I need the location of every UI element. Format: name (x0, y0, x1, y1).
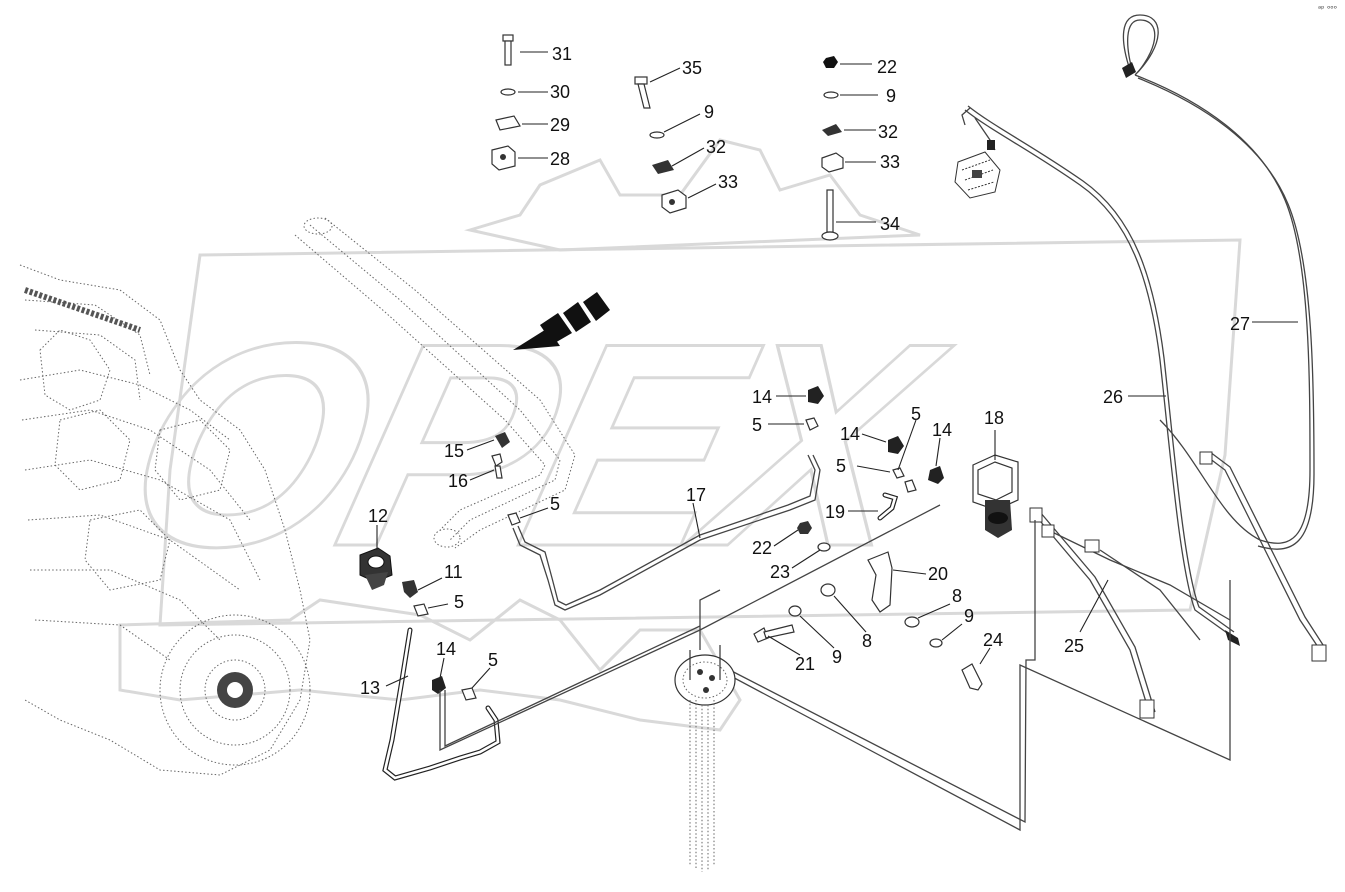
callout-21: 21 (795, 654, 815, 674)
part-bracket-20 (867, 551, 927, 613)
part-plate-32a (652, 160, 674, 174)
part-block-28 (491, 145, 516, 171)
fuel-lines (439, 504, 1231, 832)
part-nut-22a (823, 56, 838, 68)
part-elbow-11 (402, 577, 443, 598)
callout-5c: 5 (836, 456, 846, 476)
leader-8a (833, 595, 867, 633)
callout-5f: 5 (488, 650, 498, 670)
callout-14c: 14 (932, 420, 952, 440)
callout-17: 17 (686, 485, 706, 505)
part-clamp-5f (461, 667, 491, 701)
callout-25: 25 (1064, 636, 1084, 656)
part-washer-9c (788, 605, 802, 617)
callout-12: 12 (368, 506, 388, 526)
callout-29: 29 (550, 115, 570, 135)
fuel-tank-sender (674, 645, 736, 872)
part-bolt-34 (821, 189, 839, 241)
part-clip-14d (432, 657, 446, 694)
engine-assembly (19, 264, 311, 776)
callout-14d: 14 (436, 639, 456, 659)
leader-lines-right (1079, 321, 1298, 633)
callout-15: 15 (444, 441, 464, 461)
small-parts-center (491, 386, 944, 552)
callout-19: 19 (825, 502, 845, 522)
callout-18: 18 (984, 408, 1004, 428)
part-bolt-31 (502, 34, 514, 66)
callout-22a: 22 (877, 57, 897, 77)
callout-23: 23 (770, 562, 790, 582)
heater-sensor-unit (954, 151, 1001, 199)
callout-9c: 9 (832, 647, 842, 667)
part-washer-8b (904, 616, 920, 628)
harness-26 (961, 105, 1240, 646)
callout-26: 26 (1103, 387, 1123, 407)
callout-32a: 32 (706, 137, 726, 157)
callout-14a: 14 (752, 387, 772, 407)
part-washer-8a (820, 583, 836, 597)
callout-8a: 8 (862, 631, 872, 651)
callout-9d: 9 (964, 606, 974, 626)
callout-5e: 5 (454, 592, 464, 612)
direction-arrow (513, 292, 610, 350)
part-bolt-35 (634, 76, 651, 109)
callout-13: 13 (360, 678, 380, 698)
callout-9a: 9 (704, 102, 714, 122)
harness-25 (1029, 451, 1327, 719)
callout-24: 24 (983, 630, 1003, 650)
callout-28: 28 (550, 149, 570, 169)
part-washer-9a (649, 131, 665, 139)
part-block-33b (821, 152, 844, 173)
callout-9b: 9 (886, 86, 896, 106)
pipe-17 (512, 454, 821, 611)
callout-5d: 5 (550, 494, 560, 514)
callout-16: 16 (448, 471, 468, 491)
watermark-text: OPEX (99, 283, 971, 607)
watermark-logo: OPEX (97, 138, 1242, 732)
part-washer-30 (500, 88, 516, 96)
callout-5b: 5 (911, 404, 921, 424)
hose-13 (382, 627, 501, 781)
leader-9c (799, 615, 835, 649)
callout-14b: 14 (840, 424, 860, 444)
callout-34: 34 (880, 214, 900, 234)
part-plate-32b (822, 124, 842, 136)
leader-8b (917, 603, 951, 619)
part-washer-9b (823, 91, 839, 99)
leader-9d (941, 623, 963, 641)
leader-lines-top (518, 51, 878, 223)
corner-mark: ᵃᵖ ᵒᵒᵒ (1317, 4, 1337, 13)
callout-labels: 31 30 29 28 35 9 32 33 22 9 32 33 34 27 … (360, 44, 1250, 698)
harness-27 (1122, 14, 1315, 550)
callout-31: 31 (552, 44, 572, 64)
leader-lines-center (466, 395, 941, 569)
callout-20: 20 (928, 564, 948, 584)
part-block-33a (661, 189, 687, 214)
intake-duct (294, 217, 576, 549)
callout-33b: 33 (880, 152, 900, 172)
callout-27: 27 (1230, 314, 1250, 334)
callout-22b: 22 (752, 538, 772, 558)
part-heater-18 (972, 430, 1019, 538)
callout-5a: 5 (752, 415, 762, 435)
part-clamp-5e (413, 603, 449, 617)
part-bolt-24 (961, 647, 991, 691)
callout-30: 30 (550, 82, 570, 102)
callout-8b: 8 (952, 586, 962, 606)
part-valve-12 (359, 525, 393, 590)
callout-33a: 33 (718, 172, 738, 192)
part-plate-29 (495, 115, 521, 131)
callout-35: 35 (682, 58, 702, 78)
part-bolt-21 (753, 624, 801, 656)
part-washer-9d (929, 638, 943, 648)
callout-11: 11 (444, 562, 463, 582)
callout-32b: 32 (878, 122, 898, 142)
